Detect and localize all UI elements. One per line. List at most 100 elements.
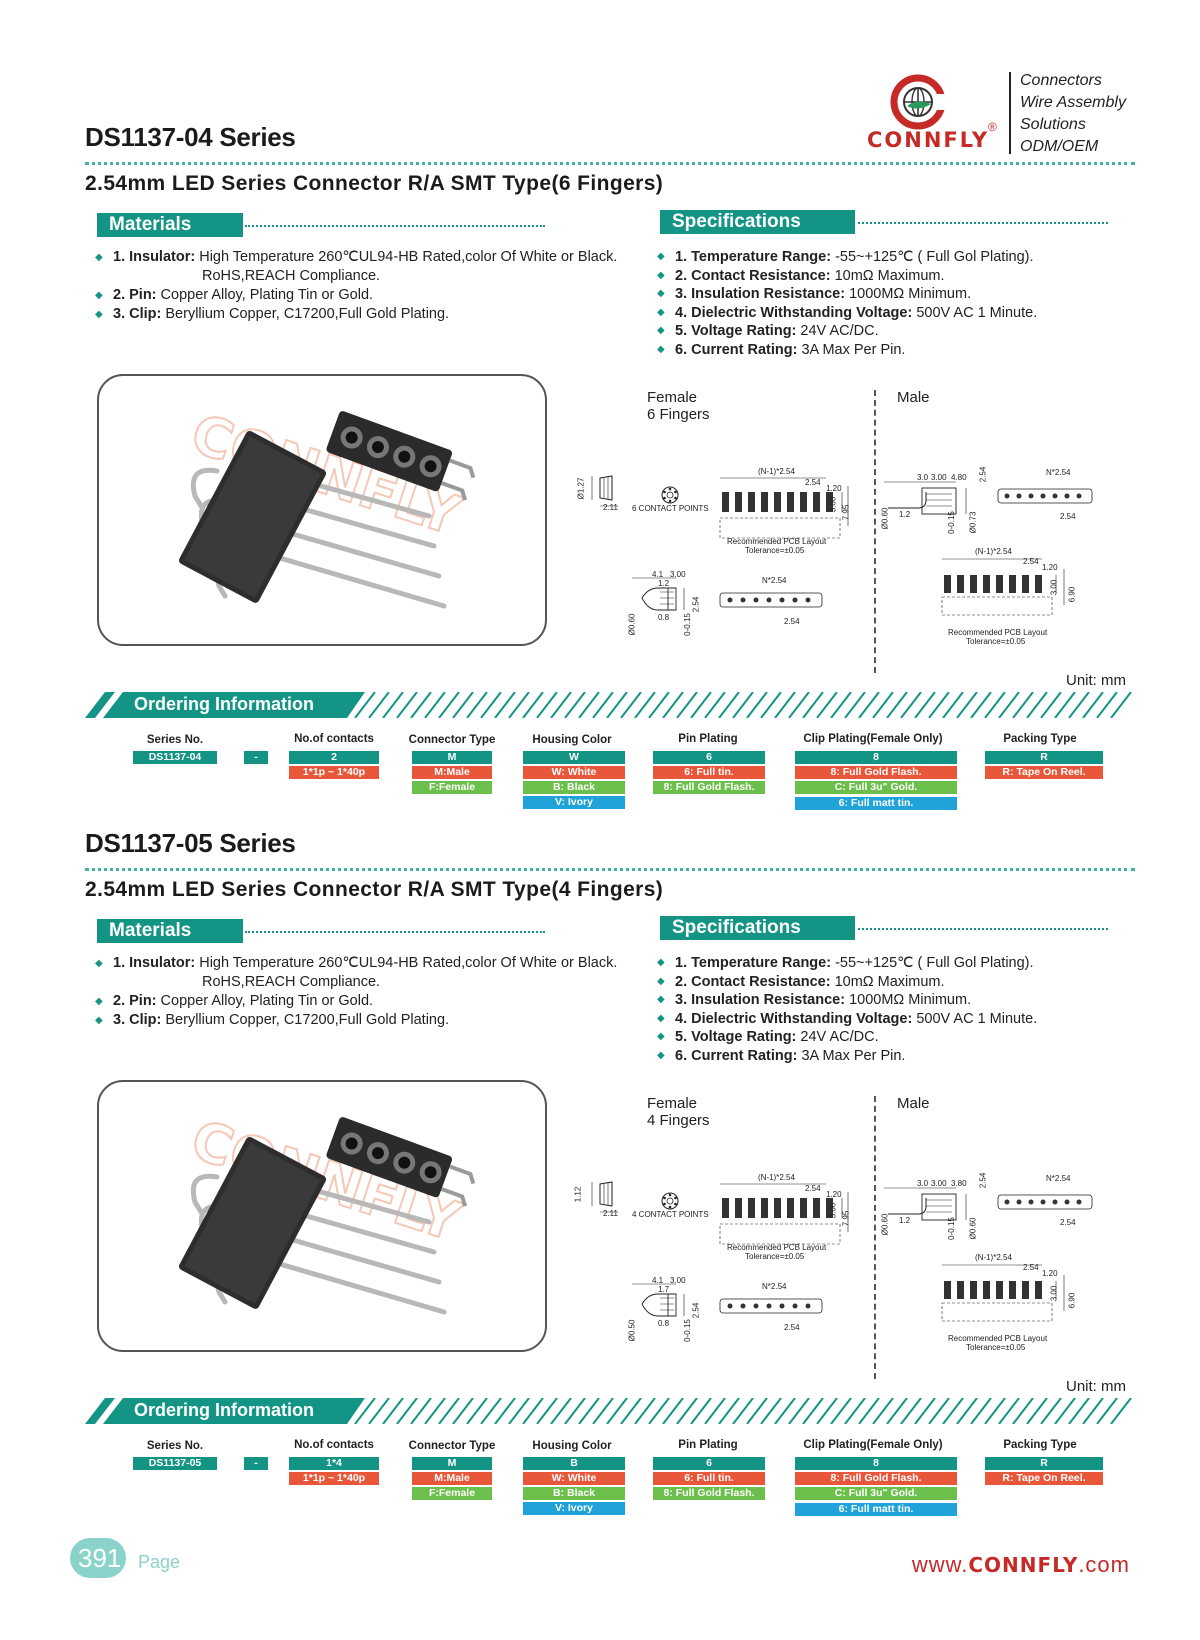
female-label: Female (647, 389, 698, 406)
specifications-header: Specifications (660, 916, 855, 940)
ordering-color-option-black: B: Black (523, 1487, 625, 1500)
dim-m-b: 3.00 (931, 1179, 947, 1188)
title-divider (85, 162, 1135, 165)
male-side-view (884, 481, 967, 515)
dim-f-bot-f: 0-0.15 (682, 1319, 692, 1342)
materials-header: Materials (97, 213, 243, 237)
dim-m-e: Ø0.60 (880, 1213, 890, 1236)
m-pcb-note-2: Tolerance=±0.05 (966, 637, 1026, 646)
f-pcb-note-1: Recommended PCB Layout (727, 1243, 827, 1252)
ordering-color-option-black: B: Black (523, 781, 625, 794)
dim-m-pcb-w: 1.20 (1042, 1269, 1058, 1278)
ordering-contacts-option: 1*1p ~ 1*40p (289, 1472, 379, 1485)
dim-m-d: 2.54 (978, 1172, 988, 1189)
dim-f-bot-a: 4.1 (652, 1276, 664, 1285)
ordering-color-option-ivory: V: Ivory (523, 796, 625, 809)
dim-f-bot-p: 2.54 (784, 617, 800, 626)
registered-mark: ® (988, 120, 997, 134)
male-connector-shape (178, 1136, 447, 1315)
dim-f-top-p: 2.54 (805, 1184, 821, 1193)
dim-f-side-w: 2.11 (603, 1209, 618, 1218)
spec-insulation-resistance: 3. Insulation Resistance: 1000MΩ Minimum… (657, 285, 1037, 304)
dim-m-pitch: N*2.54 (1046, 468, 1071, 477)
female-connector-shape (326, 411, 476, 501)
ordering-pin-header: Pin Plating (678, 733, 738, 745)
ordering-clip-option-matt-tin: 6: Full matt tin. (795, 797, 957, 810)
dim-m-pcb-w: 1.20 (1042, 563, 1058, 572)
dim-m-a: 3.0 (917, 473, 929, 482)
male-connector-shape (178, 430, 447, 609)
f-pcb-note-1: Recommended PCB Layout (727, 537, 827, 546)
ordering-pin-header: Pin Plating (678, 1439, 738, 1451)
ordering-series-value: DS1137-05 (133, 1457, 217, 1470)
connector-product-image: CONNFLY (178, 401, 476, 609)
female-label: Female (647, 1095, 698, 1112)
dim-f-bot-p: 2.54 (784, 1323, 800, 1332)
ordering-contacts-option: 1*1p ~ 1*40p (289, 766, 379, 779)
dim-f-top-h1: 3.00 (828, 496, 838, 513)
dim-f-bot-pitch: N*2.54 (762, 576, 787, 585)
url-suffix: .com (1078, 1552, 1130, 1577)
spec-contact-resistance: 2. Contact Resistance: 10mΩ Maximum. (657, 267, 1037, 286)
ordering-connector-option-male: M:Male (412, 1472, 492, 1485)
brand-tagline: Connectors Wire Assembly Solutions ODM/O… (1020, 70, 1126, 158)
female-bottom-strip (719, 592, 823, 608)
dim-m-pcb-p: 2.54 (1023, 557, 1039, 566)
series-section-ds1137-05: DS1137-05 Series 2.54mm LED Series Conne… (0, 706, 1200, 1526)
male-side-view (884, 1187, 967, 1221)
contact-points-icon (661, 1192, 679, 1210)
ordering-header: Ordering Information (134, 694, 314, 714)
series-subtitle: 2.54mm LED Series Connector R/A SMT Type… (85, 172, 664, 195)
connector-product-image: CONNFLY (178, 1107, 476, 1315)
m-pcb-note-2: Tolerance=±0.05 (966, 1343, 1026, 1352)
f-pcb-note-2: Tolerance=±0.05 (745, 1252, 805, 1261)
ordering-packing-value: R (985, 751, 1103, 764)
series-section-ds1137-04: DS1137-04 Series 2.54mm LED Series Conne… (0, 0, 1200, 820)
material-insulator: 1. Insulator: High Temperature 260℃UL94-… (95, 954, 617, 973)
female-top-view (719, 1183, 849, 1245)
dim-f-side-h: 1.12 (573, 1186, 583, 1203)
ordering-dash: - (244, 751, 268, 764)
unit-label: Unit: mm (1066, 672, 1126, 689)
female-connector-shape (326, 1117, 476, 1207)
material-insulator-cont: RoHS,REACH Compliance. (202, 974, 381, 990)
female-bottom-strip (719, 1298, 823, 1314)
ordering-color-value: W (523, 751, 625, 764)
series-subtitle: 2.54mm LED Series Connector R/A SMT Type… (85, 878, 664, 901)
page-number-badge: 391 Page (70, 1538, 180, 1578)
ordering-connector-value: M (412, 751, 492, 764)
dim-f-bot-c: 1.7 (658, 1285, 670, 1294)
dim-m-c: 4.80 (951, 473, 967, 482)
ordering-color-option-white: W: White (523, 1472, 625, 1485)
tagline-line-1: Connectors (1020, 72, 1102, 89)
dim-m-h: Ø0.60 (968, 1217, 978, 1240)
ordering-packing-header: Packing Type (1003, 733, 1077, 745)
dim-m-d: 2.54 (978, 466, 988, 483)
m-pcb-note-1: Recommended PCB Layout (948, 628, 1048, 637)
dim-f-bot-c: 1.2 (658, 579, 670, 588)
dim-f-bot-d: Ø0.60 (627, 613, 637, 636)
dim-m-pcb-h2: 6.90 (1067, 1292, 1077, 1309)
spec-contact-resistance: 2. Contact Resistance: 10mΩ Maximum. (657, 973, 1037, 992)
female-bottom-side-view (632, 1283, 685, 1317)
material-insulator: 1. Insulator: High Temperature 260℃UL94-… (95, 248, 617, 267)
ordering-clip-option-matt-tin: 6: Full matt tin. (795, 1503, 957, 1516)
page-number-circle (70, 1538, 126, 1578)
dim-f-top-pitch: (N-1)*2.54 (758, 1173, 795, 1182)
ordering-band (85, 1398, 1132, 1424)
male-pcb-view (941, 558, 1065, 616)
ordering-pin-option-tin: 6: Full tin. (653, 766, 765, 779)
url-prefix: www. (911, 1552, 969, 1577)
ordering-pin-option-tin: 6: Full tin. (653, 1472, 765, 1485)
female-side-view (591, 475, 618, 507)
ordering-connector-option-female: F:Female (412, 1487, 492, 1500)
dim-f-side-w: 2.11 (603, 503, 618, 512)
connfly-emblem-icon (890, 74, 953, 130)
brand-divider (1009, 72, 1011, 154)
dim-m-pcb-pitch: (N-1)*2.54 (975, 547, 1012, 556)
tagline-line-2: Wire Assembly (1020, 94, 1126, 111)
contact-points-label: 4 CONTACT POINTS (632, 1210, 709, 1219)
ordering-color-header: Housing Color (532, 1440, 612, 1452)
ordering-connector-header: Connector Type (408, 734, 496, 746)
ordering-contacts-header: No.of contacts (294, 733, 374, 745)
